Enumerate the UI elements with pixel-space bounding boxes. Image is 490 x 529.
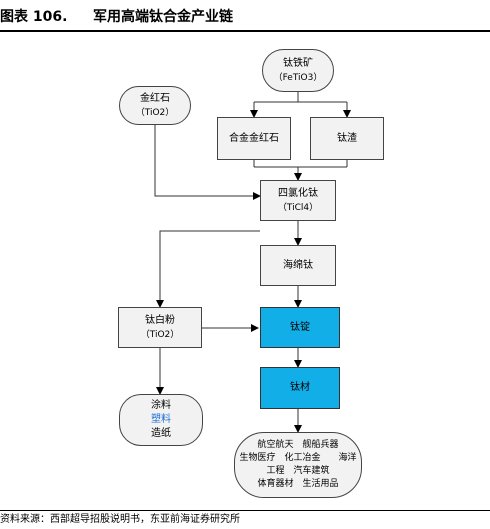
node-ingot-label: 钛锭	[290, 321, 310, 333]
use-line-3: 工程 汽车建筑	[266, 466, 330, 476]
node-ticl4-label: 四氯化钛	[278, 187, 318, 199]
node-synthetic-rutile-label: 合金金红石	[229, 132, 279, 144]
node-sponge: 海绵钛	[260, 245, 336, 286]
node-ilmenite-formula: （FeTiO3）	[273, 72, 323, 83]
edge-ticl4-tio2	[156, 230, 260, 308]
figure-title-text: 军用高端钛合金产业链	[93, 9, 233, 25]
node-ilmenite: 钛铁矿 （FeTiO3）	[262, 49, 334, 92]
node-sponge-label: 海绵钛	[283, 259, 313, 271]
figure-title: 图表 106. 军用高端钛合金产业链	[0, 6, 490, 28]
node-pigment-uses: 涂料 塑料 造纸	[119, 394, 203, 446]
node-slag-label: 钛渣	[337, 132, 357, 144]
node-ticl4: 四氯化钛 （TiCl4）	[260, 180, 336, 221]
node-material-label: 钛材	[290, 382, 310, 393]
node-titanium-uses: 航空航天 舰船兵器 生物医疗 化工冶金 海洋 工程 汽车建筑 体育器材 生活用品	[234, 432, 362, 498]
node-rutile-formula: （TiO2）	[135, 107, 175, 118]
node-rutile: 金红石 （TiO2）	[119, 86, 191, 125]
node-slag: 钛渣	[310, 117, 384, 160]
node-synthetic-rutile: 合金金红石	[217, 117, 291, 160]
node-titanium-dioxide-formula: （TiO2）	[140, 329, 180, 340]
node-titanium-dioxide-label: 钛白粉	[145, 314, 175, 326]
use-coatings: 涂料	[151, 400, 171, 411]
source-note: 资料来源：西部超导招股说明书，东亚前海证券研究所	[0, 514, 240, 525]
node-ticl4-formula: （TiCl4）	[277, 202, 319, 213]
use-plastics: 塑料	[151, 414, 171, 425]
edge-rutile-ticl4	[154, 124, 261, 200]
node-rutile-label: 金红石	[140, 92, 170, 104]
node-titanium-dioxide: 钛白粉 （TiO2）	[118, 307, 202, 348]
node-ilmenite-label: 钛铁矿	[283, 57, 313, 69]
use-line-1: 航空航天 舰船兵器	[257, 440, 339, 450]
node-material: 钛材	[260, 367, 340, 409]
node-ingot: 钛锭	[260, 307, 340, 348]
use-line-4: 体育器材 生活用品	[257, 479, 339, 489]
use-line-2: 生物医疗 化工冶金 海洋	[239, 453, 357, 463]
use-paper: 造纸	[151, 428, 171, 439]
figure-number: 图表 106.	[0, 9, 68, 25]
source-rule	[0, 510, 490, 511]
title-rule	[0, 30, 490, 32]
